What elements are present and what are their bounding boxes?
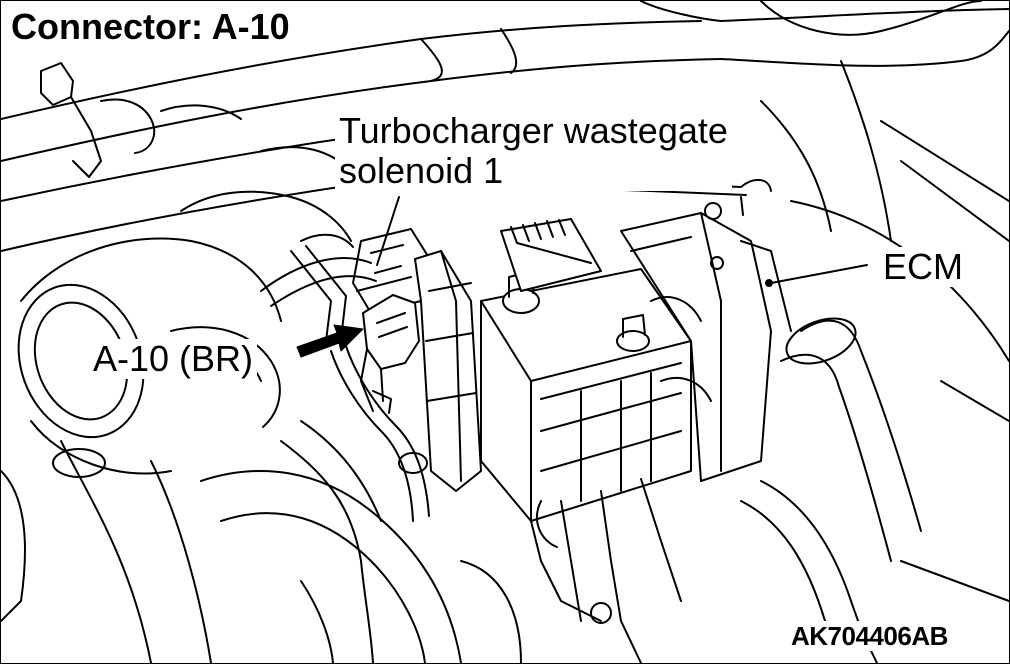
connector-callout: A-10 (BR) [89, 339, 258, 379]
intake-pipe [1, 237, 282, 663]
ecm-callout: ECM [879, 247, 967, 287]
page-title: Connector: A-10 [9, 7, 296, 49]
lower-hoses [200, 470, 612, 663]
figure-code: AK704406AB [787, 621, 952, 651]
connector-arrow [296, 324, 364, 358]
clip-bracket [40, 62, 352, 242]
solenoid-callout: Turbocharger wastegate solenoid 1 [335, 111, 732, 191]
solenoid-callout-line1: Turbocharger wastegate [339, 110, 728, 151]
ecm-unit [620, 202, 792, 482]
solenoid-leader-line [376, 196, 400, 266]
mounting-bracket [414, 250, 482, 492]
right-hoses [740, 60, 1009, 663]
solenoid-callout-line2: solenoid 1 [339, 150, 504, 191]
connector-a10-shape [360, 294, 420, 414]
relay-box [480, 268, 692, 663]
wiring-harness [260, 233, 430, 663]
ribbed-cover [500, 218, 602, 292]
ecm-leader-line [770, 264, 868, 284]
